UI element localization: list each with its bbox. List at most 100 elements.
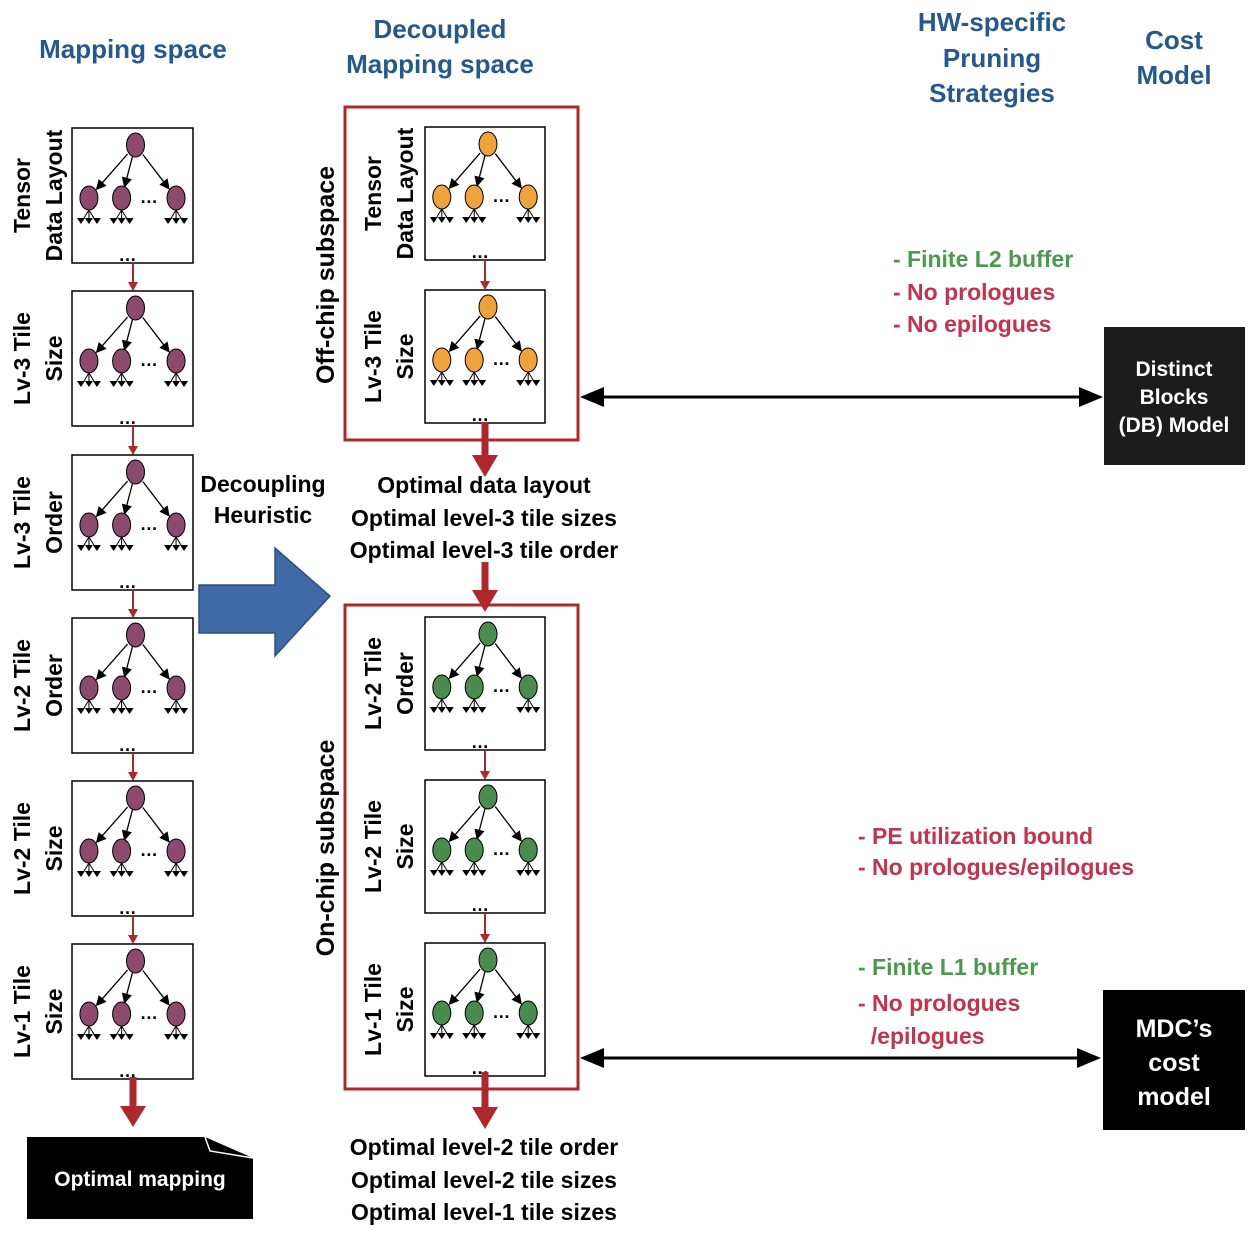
onchip-0-fan-arrowhead [445,707,454,713]
onchip-1-root-node [478,784,498,810]
db-model-line3: (DB) Model [1119,414,1230,437]
onchip-2-child-node [432,1000,452,1026]
left-5-fan-arrowhead [109,1034,118,1040]
offchip-0-root-node [478,131,498,157]
left-1-fan-arrowhead [180,381,189,387]
offchip-1-fan-arrowhead [445,380,454,386]
onchip-1-fan-arrowhead [524,870,533,876]
left-3-fan-arrowhead [180,708,189,714]
decoupling-arrow [198,546,332,658]
db-link-head-right [1079,387,1103,407]
header-cost-line1: Cost [1145,25,1203,55]
onchip-2-fan-arrowhead [524,1033,533,1039]
left-2-fan-arrowhead [125,545,134,551]
left-3-fan-arrowhead [92,708,101,714]
left-0-fan-arrowhead [172,218,181,224]
offchip-out-arrow-head [472,455,498,477]
onchip-2-fan-arrowhead [462,1033,471,1039]
onchip-1-fan-arrowhead [429,870,438,876]
offchip-0-tree-edge [448,152,481,190]
left-1-fan-arrowhead [92,381,101,387]
left-1-label-line1: Lv-3 Tile [9,312,35,405]
mdc-link-head-left [580,1048,604,1068]
left-2-label-line1: Lv-3 Tile [9,476,35,569]
offchip-0-ellipsis-mid: … [492,186,510,206]
left-2-child-node [79,512,99,538]
offchip-1-fan-arrowhead [516,380,525,386]
offchip-1-label-line2: Size [392,333,418,379]
offchip-0-tree-edge [474,155,486,187]
onchip-1-child-node [518,837,538,863]
left-2-ellipsis-mid: … [140,514,158,534]
left-5-child-node [112,1001,132,1027]
onchip-result-2: Optimal level-2 tile sizes [351,1167,617,1193]
left-2-fan-arrowhead [117,545,126,551]
onchip-2-root-node [478,947,498,973]
onchip-0-fan-arrowhead [524,707,533,713]
onchip-1-ellipsis-bottom: … [471,895,489,915]
onchip-0-tree-edge [448,642,481,680]
left-3-fan-arrowhead [109,708,118,714]
left-2-fan-arrowhead [172,545,181,551]
onchip-1-fan-arrowhead [532,870,541,876]
doc-fold [204,1136,254,1159]
left-2-fan-arrowhead [109,545,118,551]
left-2-tree-edge [142,481,170,517]
left-2-fan-arrowhead [76,545,85,551]
left-3-child-node [166,675,186,701]
db-model-line1: Distinct [1135,358,1212,381]
offchip-1-tree-edge [494,316,522,352]
left-1-fan-arrowhead [125,381,134,387]
left-2-fan-arrowhead [164,545,173,551]
left-4-tree-edge [121,809,134,841]
left-2-tree-edge [95,480,129,518]
left-1-fan-arrowhead [164,381,173,387]
offchip-0-fan-arrowhead [429,217,438,223]
onchip-1-ellipsis-mid: … [492,839,510,859]
optimal-mapping-doc [27,1137,253,1219]
prune-offchip-3: - No epilogues [893,311,1051,337]
offchip-result-2: Optimal level-3 tile sizes [351,505,617,531]
left-0-fan-arrowhead [164,218,173,224]
left-5-fan-arrowhead [164,1034,173,1040]
header-hw-line3: Strategies [929,78,1055,108]
offchip-1-fan-arrowhead [532,380,541,386]
onchip-2-label-line2: Size [392,986,418,1032]
onchip-0-fan-arrowhead [437,707,446,713]
left-final-arrow-head [120,1106,146,1127]
onchip-0-fan-arrowhead [470,707,479,713]
left-0-child-node [112,185,132,211]
left-2-fan-arrowhead [180,545,189,551]
left-0-tree-edge [121,156,134,188]
left-5-child-node [166,1001,186,1027]
left-3-fan-arrowhead [172,708,181,714]
left-1-fan-arrowhead [84,381,93,387]
left-1-child-node [112,348,132,374]
left-1-child-node [166,348,186,374]
left-5-root-node [126,948,145,974]
onchip-1-tree-edge [448,805,481,843]
onchip-2-tree-edge [474,971,486,1003]
header-decoupled-line1: Decoupled [374,14,507,44]
db-model-box [1104,327,1245,465]
onchip-0-label-line1: Lv-2 Tile [360,637,386,730]
onchip-2-fan-arrowhead [516,1033,525,1039]
left-2-label-line2: Order [41,491,67,554]
left-0-fan-arrowhead [180,218,189,224]
left-4-child-node [166,838,186,864]
left-4-root-node [126,785,145,811]
left-0-tree-edge [95,153,129,191]
offchip-1-fan-arrowhead [470,380,479,386]
onchip-subspace-box [343,603,580,1091]
left-5-fan-arrowhead [180,1034,189,1040]
onchip-0-child-node [464,674,484,700]
left-2-root-node [126,459,145,485]
